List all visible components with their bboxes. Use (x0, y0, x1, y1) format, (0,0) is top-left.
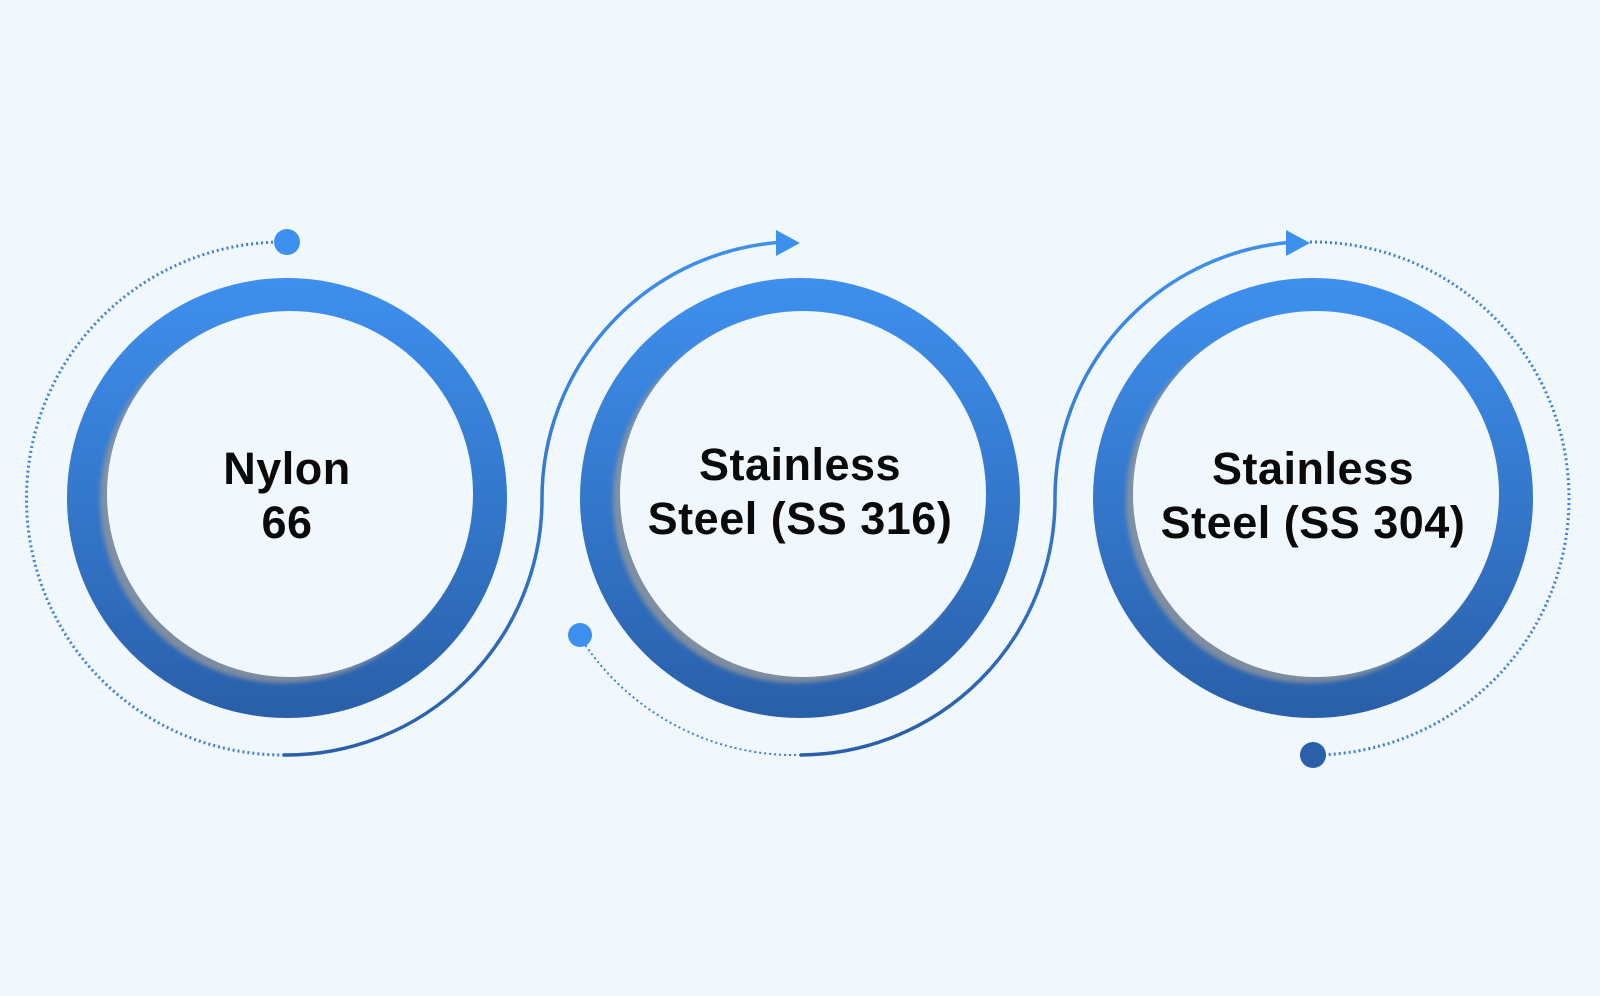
connector-paths (25, 240, 1571, 757)
arrow-head-2 (1286, 230, 1310, 256)
item-3-line-2: Steel (SS 304) (1160, 497, 1466, 548)
dotted-arc-left (25, 240, 284, 757)
item-3-line-1: Stainless (1211, 443, 1415, 494)
dotted-arc-right (1309, 240, 1571, 757)
ring-2 (580, 278, 1020, 718)
end-dot (1300, 742, 1326, 768)
start-dot (274, 229, 300, 255)
dotted-arc-circle-2 (579, 636, 801, 757)
item-label-ss304: Stainless Steel (SS 304) (1143, 442, 1483, 550)
item-label-nylon: Nylon 66 (117, 442, 457, 550)
ring-3 (1093, 278, 1533, 718)
ring-1 (67, 278, 507, 718)
item-2-line-1: Stainless (698, 439, 902, 490)
item-label-ss316: Stainless Steel (SS 316) (630, 438, 970, 546)
item-1-line-1: Nylon (223, 443, 351, 494)
solid-arc-2-to-3 (799, 240, 1296, 757)
small-dot (568, 623, 592, 647)
arrow-head-1 (776, 230, 800, 256)
item-2-line-2: Steel (SS 316) (647, 493, 953, 544)
item-1-line-2: 66 (261, 497, 313, 548)
solid-arc-1-to-2 (282, 240, 786, 757)
